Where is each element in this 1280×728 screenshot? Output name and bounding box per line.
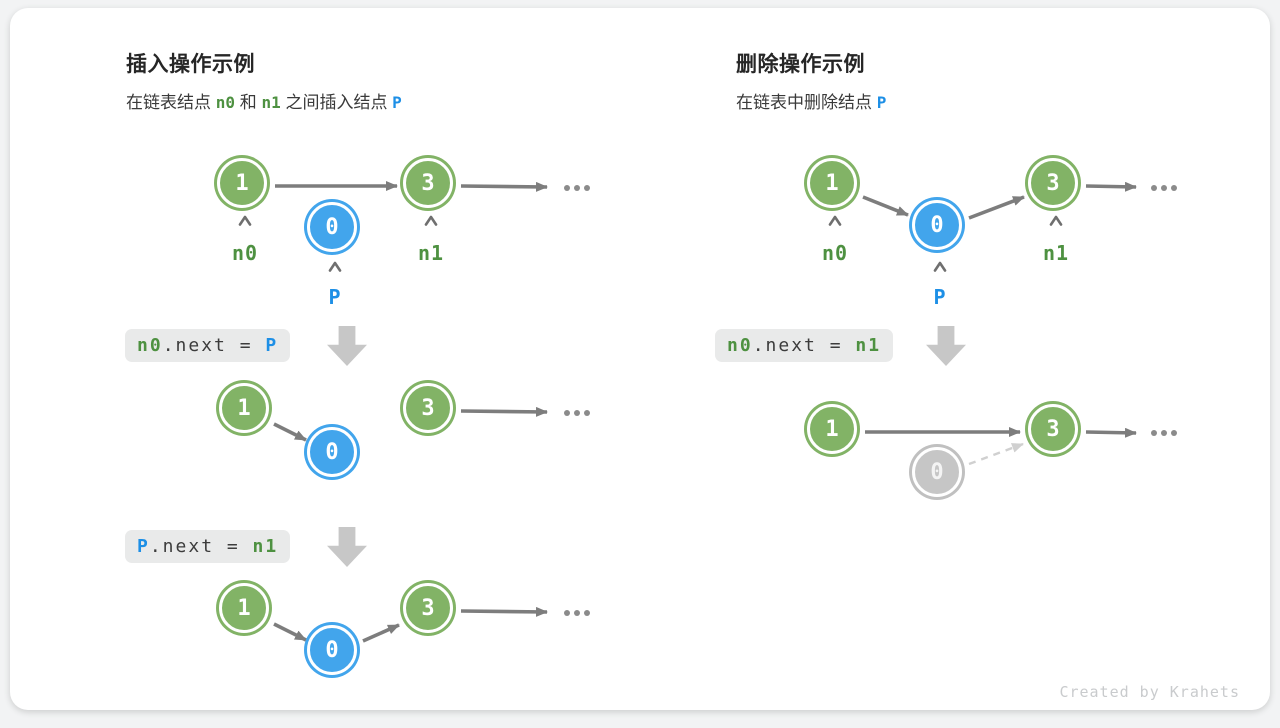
pointer-caret-icon	[1049, 215, 1063, 226]
node-value: 0	[325, 439, 339, 465]
code-label-p-next-n1: P.next = n1	[125, 530, 291, 563]
subtitle-text: 之间插入结点	[280, 93, 393, 112]
code-label-n0-next-p: n0.next = P	[125, 329, 291, 362]
node-value: 3	[1046, 170, 1060, 196]
list-node-n1: 3	[1028, 404, 1078, 454]
insert-section-title: 插入操作示例	[126, 53, 255, 76]
list-node-n0: 1	[219, 583, 269, 633]
code-text: .next =	[752, 335, 856, 356]
pointer-caret-icon	[238, 215, 252, 226]
credit-text: Created by Krahets	[1059, 683, 1240, 701]
delete-section-subtitle: 在链表中删除结点 P	[736, 88, 886, 113]
code-var: n0	[137, 335, 163, 356]
code-var: n0	[727, 335, 753, 356]
var-p: P	[876, 93, 887, 112]
arrow-insert3-n1-ellipsis	[460, 606, 548, 617]
code-var: n1	[252, 536, 279, 557]
node-value: 1	[825, 170, 839, 196]
subtitle-text: 和	[235, 93, 262, 112]
code-label-n0-next-n1: n0.next = n1	[715, 329, 894, 362]
pointer-label-n1: n1	[417, 241, 445, 265]
arrow-delete1-n1-ellipsis	[1085, 181, 1137, 192]
pointer-label-n0: n0	[821, 241, 849, 265]
var-n1: n1	[261, 93, 281, 112]
delete-section-title: 删除操作示例	[736, 53, 865, 76]
pointer-caret-icon	[933, 261, 947, 272]
arrow-layer	[273, 181, 1137, 643]
arrow-insert2-n1-ellipsis	[460, 406, 548, 417]
arrow-delete2-p-n1-dashed	[968, 442, 1024, 466]
pointer-label-p: P	[933, 285, 947, 309]
code-var: P	[265, 335, 279, 356]
node-value: 0	[930, 212, 944, 238]
insert-section-subtitle: 在链表结点 n0 和 n1 之间插入结点 P	[126, 88, 402, 113]
node-value: 0	[325, 637, 339, 663]
code-var: P	[137, 536, 150, 557]
subtitle-text: 在链表中删除结点	[736, 93, 877, 112]
list-node-p: 0	[307, 427, 357, 477]
ellipsis-icon	[564, 185, 590, 191]
list-node-n0: 1	[217, 158, 267, 208]
ellipsis-icon	[564, 410, 590, 416]
code-var: n1	[855, 335, 882, 356]
pointer-label-p: P	[328, 285, 342, 309]
ellipsis-icon	[1151, 430, 1177, 436]
node-value: 3	[421, 395, 435, 421]
diagram-card: 插入操作示例 在链表结点 n0 和 n1 之间插入结点 P 1 0 3 n0 P…	[10, 8, 1270, 710]
subtitle-text: 在链表结点	[126, 93, 216, 112]
list-node-p: 0	[912, 200, 962, 250]
arrow-delete2-n1-ellipsis	[1085, 427, 1137, 438]
list-node-n1: 3	[403, 583, 453, 633]
node-value: 1	[235, 170, 249, 196]
list-node-n0: 1	[219, 383, 269, 433]
list-node-n1: 3	[1028, 158, 1078, 208]
ellipsis-icon	[564, 610, 590, 616]
arrow-insert3-p-n1	[362, 623, 400, 643]
node-value: 3	[1046, 416, 1060, 442]
list-node-n1: 3	[403, 383, 453, 433]
pointer-label-n1: n1	[1042, 241, 1070, 265]
pointer-caret-icon	[828, 215, 842, 226]
code-text: .next =	[149, 536, 253, 557]
arrow-insert1-n1-ellipsis	[460, 181, 548, 192]
node-value: 1	[825, 416, 839, 442]
node-value: 0	[930, 459, 944, 485]
ellipsis-icon	[1151, 185, 1177, 191]
list-node-p: 0	[307, 202, 357, 252]
code-text: .next =	[162, 335, 266, 356]
list-node-n0: 1	[807, 404, 857, 454]
list-node-p: 0	[307, 625, 357, 675]
node-value: 0	[325, 214, 339, 240]
pointer-caret-icon	[328, 261, 342, 272]
arrow-delete1-n0-p	[862, 195, 909, 217]
node-value: 3	[421, 595, 435, 621]
list-node-p-removed: 0	[912, 447, 962, 497]
node-value: 1	[237, 595, 251, 621]
pointer-label-n0: n0	[231, 241, 259, 265]
arrow-delete1-p-n1	[968, 195, 1025, 220]
list-node-n1: 3	[403, 158, 453, 208]
var-n0: n0	[215, 93, 235, 112]
list-node-n0: 1	[807, 158, 857, 208]
node-value: 3	[421, 170, 435, 196]
node-value: 1	[237, 395, 251, 421]
pointer-caret-icon	[424, 215, 438, 226]
var-p: P	[392, 93, 402, 112]
arrow-insert2-n0-p	[273, 422, 307, 442]
arrow-insert3-n0-p	[273, 622, 307, 642]
